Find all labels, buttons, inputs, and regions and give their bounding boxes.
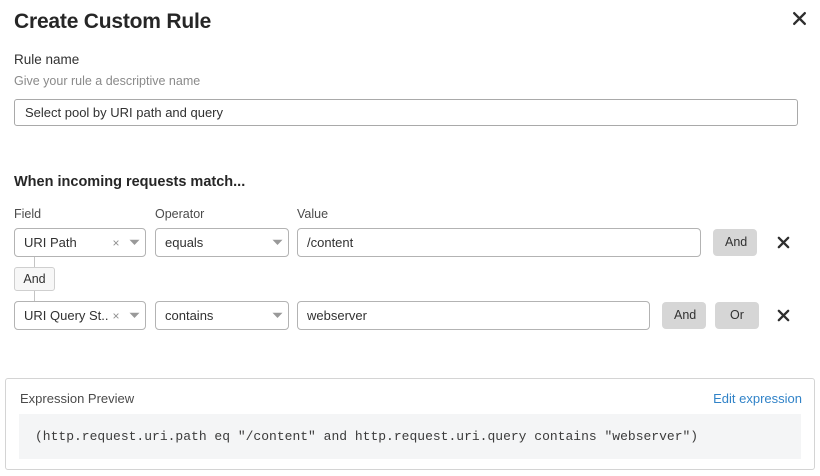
rule-name-sublabel: Give your rule a descriptive name	[14, 74, 201, 88]
delete-condition-button-1[interactable]	[772, 228, 794, 257]
page-title: Create Custom Rule	[14, 10, 212, 33]
operator-select-1-value: equals	[165, 235, 204, 250]
condition-row: URI Path × equals And	[0, 228, 820, 258]
column-header-value: Value	[297, 207, 329, 221]
clear-icon[interactable]: ×	[112, 235, 120, 250]
rule-name-label: Rule name	[14, 52, 80, 67]
close-icon	[777, 309, 789, 322]
column-header-operator: Operator	[155, 207, 205, 221]
add-or-condition-button-2[interactable]: Or	[715, 302, 759, 329]
close-icon[interactable]	[786, 5, 812, 31]
chevron-down-icon[interactable]	[123, 239, 145, 246]
expression-preview-title: Expression Preview	[20, 391, 135, 406]
close-icon	[777, 236, 789, 249]
edit-expression-link[interactable]: Edit expression	[713, 391, 802, 406]
operator-select-2[interactable]: contains	[155, 301, 289, 330]
chevron-down-icon[interactable]	[266, 312, 288, 319]
operator-select-2-value: contains	[165, 308, 214, 323]
rule-name-input[interactable]	[14, 99, 798, 126]
chevron-down-icon[interactable]	[123, 312, 145, 319]
operator-select-1[interactable]: equals	[155, 228, 289, 257]
field-select-2[interactable]: URI Query St... ×	[14, 301, 146, 330]
field-select-1[interactable]: URI Path ×	[14, 228, 146, 257]
column-header-field: Field	[14, 207, 42, 221]
conditions-heading: When incoming requests match...	[14, 174, 246, 190]
condition-row: URI Query St... × contains And Or	[0, 301, 820, 331]
add-and-condition-button-2[interactable]: And	[662, 302, 706, 329]
value-input-1[interactable]	[297, 228, 701, 257]
condition-connector-and[interactable]: And	[14, 267, 55, 291]
close-glyph	[792, 11, 806, 25]
expression-preview-code: (http.request.uri.path eq "/content" and…	[19, 414, 801, 459]
expression-preview-card: Expression Preview Edit expression (http…	[5, 378, 815, 470]
connector-line-bottom	[34, 291, 35, 301]
connector-line-top	[34, 257, 35, 267]
clear-icon[interactable]: ×	[112, 308, 120, 323]
add-and-condition-button-1[interactable]: And	[713, 229, 757, 256]
chevron-down-icon[interactable]	[266, 239, 288, 246]
value-input-2[interactable]	[297, 301, 650, 330]
field-select-1-value: URI Path	[24, 235, 77, 250]
field-select-2-value: URI Query St...	[24, 308, 109, 323]
delete-condition-button-2[interactable]	[772, 301, 794, 330]
